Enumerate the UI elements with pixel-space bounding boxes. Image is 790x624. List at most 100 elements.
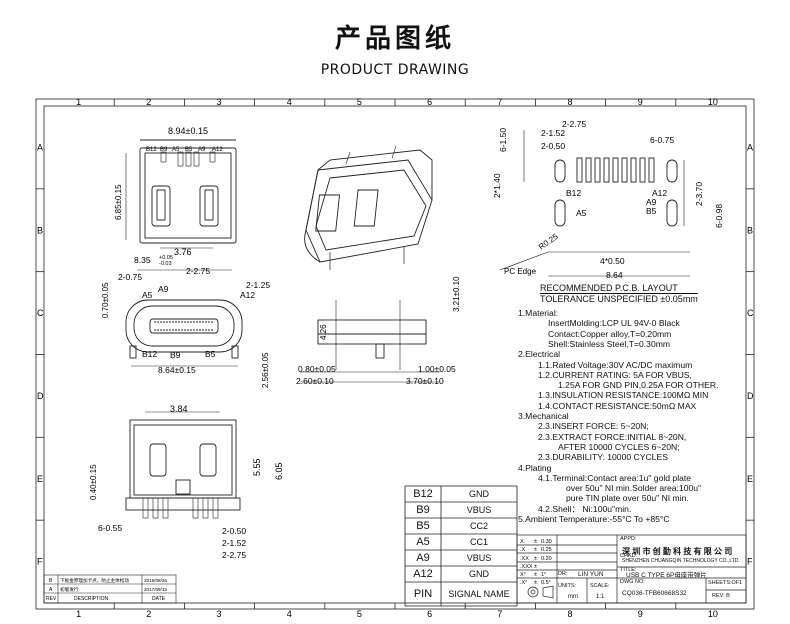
pin-a9-label: A9 [198,147,206,153]
pcb-dim-4-0-50: 4*0.50 [600,256,625,266]
mid-b5-label: B5 [205,349,216,359]
tol-value: 1° [541,572,546,578]
spec-line: 1.Material: [518,308,559,318]
pcb-dim-2-0-50: 2-0.50 [541,141,565,151]
row-label-right-B: B [747,225,753,235]
pin-id: B9 [416,504,430,516]
pcb-edge-label: PC Edge [504,267,537,276]
dim-6-05: 6.05 [274,462,284,480]
tol-value: 0.20 [541,556,552,562]
dim-8-35-minus: -0.03 [159,261,172,267]
dim-5-55: 5.55 [252,458,262,476]
col-label-9: 9 [638,97,643,107]
pcb-a9-label: A9 [646,197,657,207]
col-label-bottom-1: 1 [76,609,81,619]
spec-line: InsertMolding:LCP UL 94V-0 Black [548,318,680,329]
pcb-dim-6-0-98: 6-0.98 [714,204,724,228]
pcb-dim-2-1-52: 2-1.52 [541,128,565,138]
title-label: TITLE: [620,567,637,573]
col-label-bottom-2: 2 [146,609,151,619]
pin-b12-label: B12 [146,147,157,153]
iso-view [304,145,433,270]
spec-line: 4.1.Terminal:Contact area:1u" gold plate [538,472,692,483]
tol-sign: ± [534,580,537,586]
mid-a9-label: A9 [158,284,169,294]
tol-sign: ± [534,539,537,545]
dim-2-60: 2.60±0.10 [296,376,334,386]
tol-key: .X° [520,580,527,586]
tol-sign: ± [534,547,537,553]
appd-label: APPD: [620,536,637,542]
pcb-layout [499,130,690,277]
company-cn: 深 圳 市 创 勤 科 技 有 限 公 司 [622,547,733,556]
pin-row: A5 CC1 [405,534,517,550]
dim-8-35: 8.35 [134,255,151,265]
spec-line: 2.3.INSERT FORCE: 5~20N; [538,421,649,432]
pcb-b5-label: B5 [646,206,657,216]
spec-line: 3.Mechanical [518,411,569,421]
pin-signal: VBUS [466,553,492,563]
tol-key: X° [520,572,526,578]
mid-b12-label: B12 [142,349,157,359]
row-label-A: A [37,142,43,152]
row-label-right-D: D [747,391,754,401]
col-label-bottom-10: 10 [708,609,718,619]
col-label-3: 3 [217,97,222,107]
pcb-a5-label: A5 [576,208,587,218]
pin-row: B5 CC2 [405,518,517,534]
dim-3-70: 3.70±0.10 [406,376,444,386]
col-label-bottom-9: 9 [638,609,643,619]
pin-a5-label: A5 [172,147,180,153]
pcb-dim-2-1-40: 2*1.40 [492,173,502,198]
company-en: SHENZHEN CHUANGQIN TECHNOLOGY CO.,LTD. [622,558,740,564]
dim-2-0-50-bottom: 2-0.50 [222,526,246,536]
pcb-dim-2-2-75: 2-2.75 [562,119,586,129]
spec-line: 1.4.CONTACT RESISTANCE:50mΩ MAX [538,400,697,411]
row-label-right-C: C [747,308,754,318]
pin-id: A9 [416,552,430,564]
pin-id: B5 [416,520,430,532]
pcb-r0-25: R0.25 [537,232,560,252]
row-label-B: B [37,225,43,235]
dim-4-26: 4.26 [319,324,328,340]
col-label-bottom-3: 3 [217,609,222,619]
spec-line: 1.3.INSULATION RESISTANCE:100MΩ MIN [538,390,709,401]
revision-table [43,574,177,604]
units-label: UNITS: [558,583,577,589]
pin-id: A5 [416,536,430,548]
pcb-b12-label: B12 [566,188,581,198]
spec-line: 2.Electrical [518,349,561,360]
title-block [516,534,747,604]
pin-signal: CC1 [469,537,488,547]
tol-key: .XX [520,556,529,562]
tol-key: .X [520,547,526,553]
bottom-view [125,411,241,519]
dwg-no-label: DWG NO: [620,579,645,585]
spec-line: 1.2.CURRENT RATING: 5A FOR VBUS, [538,369,692,380]
rev-code: A [49,587,53,593]
dim-3-84: 3.84 [170,404,188,414]
dim-height-top: 6.85±0.15 [114,184,123,220]
col-label-bottom-8: 8 [568,609,573,619]
page-title-en: PRODUCT DRAWING [320,62,470,78]
spec-line: 5.Ambient Temperature:-55°C To +85°C [518,514,670,524]
dim-0-70: 0.70±0.05 [101,282,110,318]
row-label-D: D [37,391,44,401]
scale-label: SCALE: [590,583,610,589]
drawer-name: LIN YUN [578,571,604,578]
rev-date: 2017/09/13 [144,587,167,592]
side-view [300,300,440,383]
dr-label: DR: [558,571,568,577]
dwg-no-value: CQ036-TFB60668S32 [622,590,687,597]
rev-code: B [49,578,53,584]
dim-0-80: 0.80±0.05 [298,364,336,374]
pin-signal: CC2 [469,521,488,531]
mid-b9-label: B9 [170,350,181,360]
pcb-dim-2-3-70: 2-3.70 [694,182,704,206]
sheets-label: SHEETS:OF1 [708,580,743,586]
spec-line: Contact:Copper alloy,T=0.20mm [548,328,672,339]
col-label-bottom-5: 5 [357,609,362,619]
dim-8-64: 8.64±0.15 [158,365,196,375]
